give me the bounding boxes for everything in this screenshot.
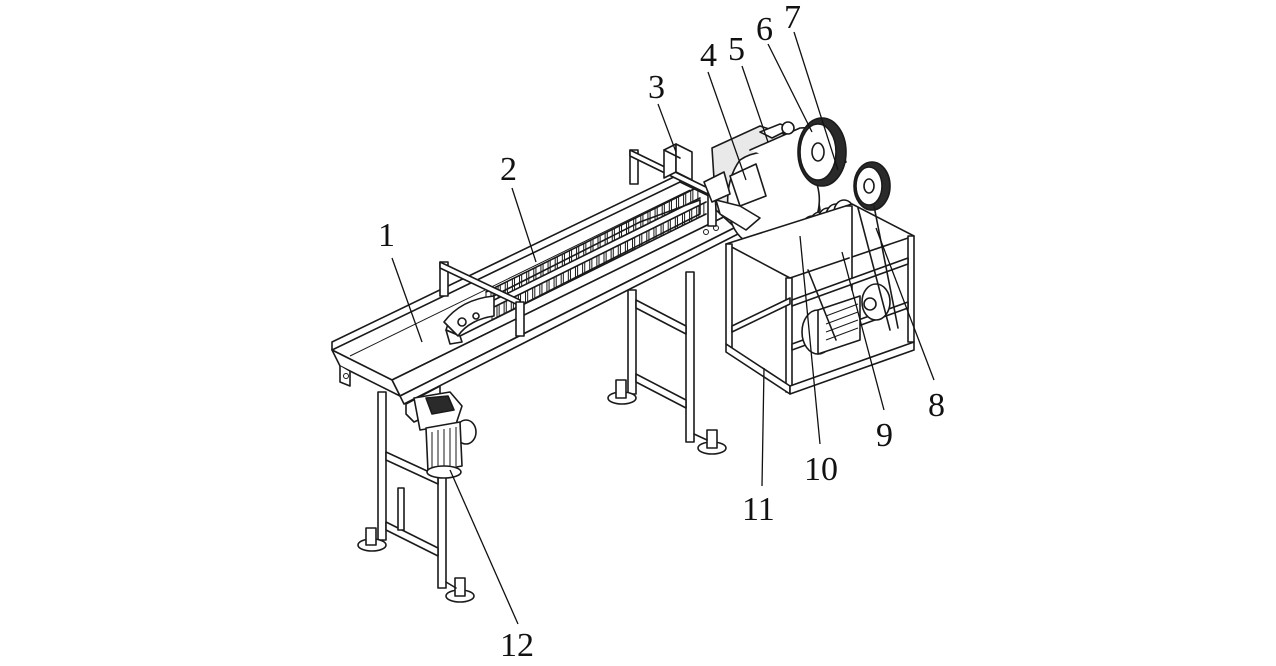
part-label-7: 7 [784,0,801,36]
conveyor-drive-motor [413,391,477,479]
leader-5 [741,65,769,143]
sensor-bracket [663,143,693,181]
part-label-8: 8 [928,387,945,424]
part-label-2: 2 [500,151,517,188]
large-sprocket [797,117,847,187]
leader-6 [767,43,813,133]
leader-lines [391,31,935,625]
part-label-11: 11 [742,491,775,528]
part-label-3: 3 [648,69,665,106]
chain-rail [485,185,701,305]
part-label-4: 4 [700,37,717,74]
leader-4 [707,71,747,181]
leader-1 [391,257,423,343]
part-labels: 1 2 3 4 5 6 7 8 9 10 11 12 [378,0,945,664]
conveyor-front-leg-frame [357,391,475,603]
part-label-10: 10 [804,451,838,488]
drive-cabinet-frame [725,203,915,395]
chain-rail [491,201,707,321]
leader-7 [793,31,839,171]
leader-8 [875,227,935,381]
leader-12 [449,469,519,625]
part-label-6: 6 [756,11,773,48]
part-label-9: 9 [876,417,893,454]
part-label-1: 1 [378,217,395,254]
conveyor-rear-leg-frame [607,271,727,455]
small-sprocket [853,161,891,211]
chain-slats-upper [485,185,701,305]
chain-slats-lower [491,201,707,321]
leader-9 [841,251,885,411]
part-label-5: 5 [728,31,745,68]
leader-10 [799,235,821,445]
leader-2 [511,187,537,263]
leader-11 [761,367,765,487]
chain-track [443,185,707,345]
leader-3 [657,103,677,153]
part-label-12: 12 [500,627,534,661]
